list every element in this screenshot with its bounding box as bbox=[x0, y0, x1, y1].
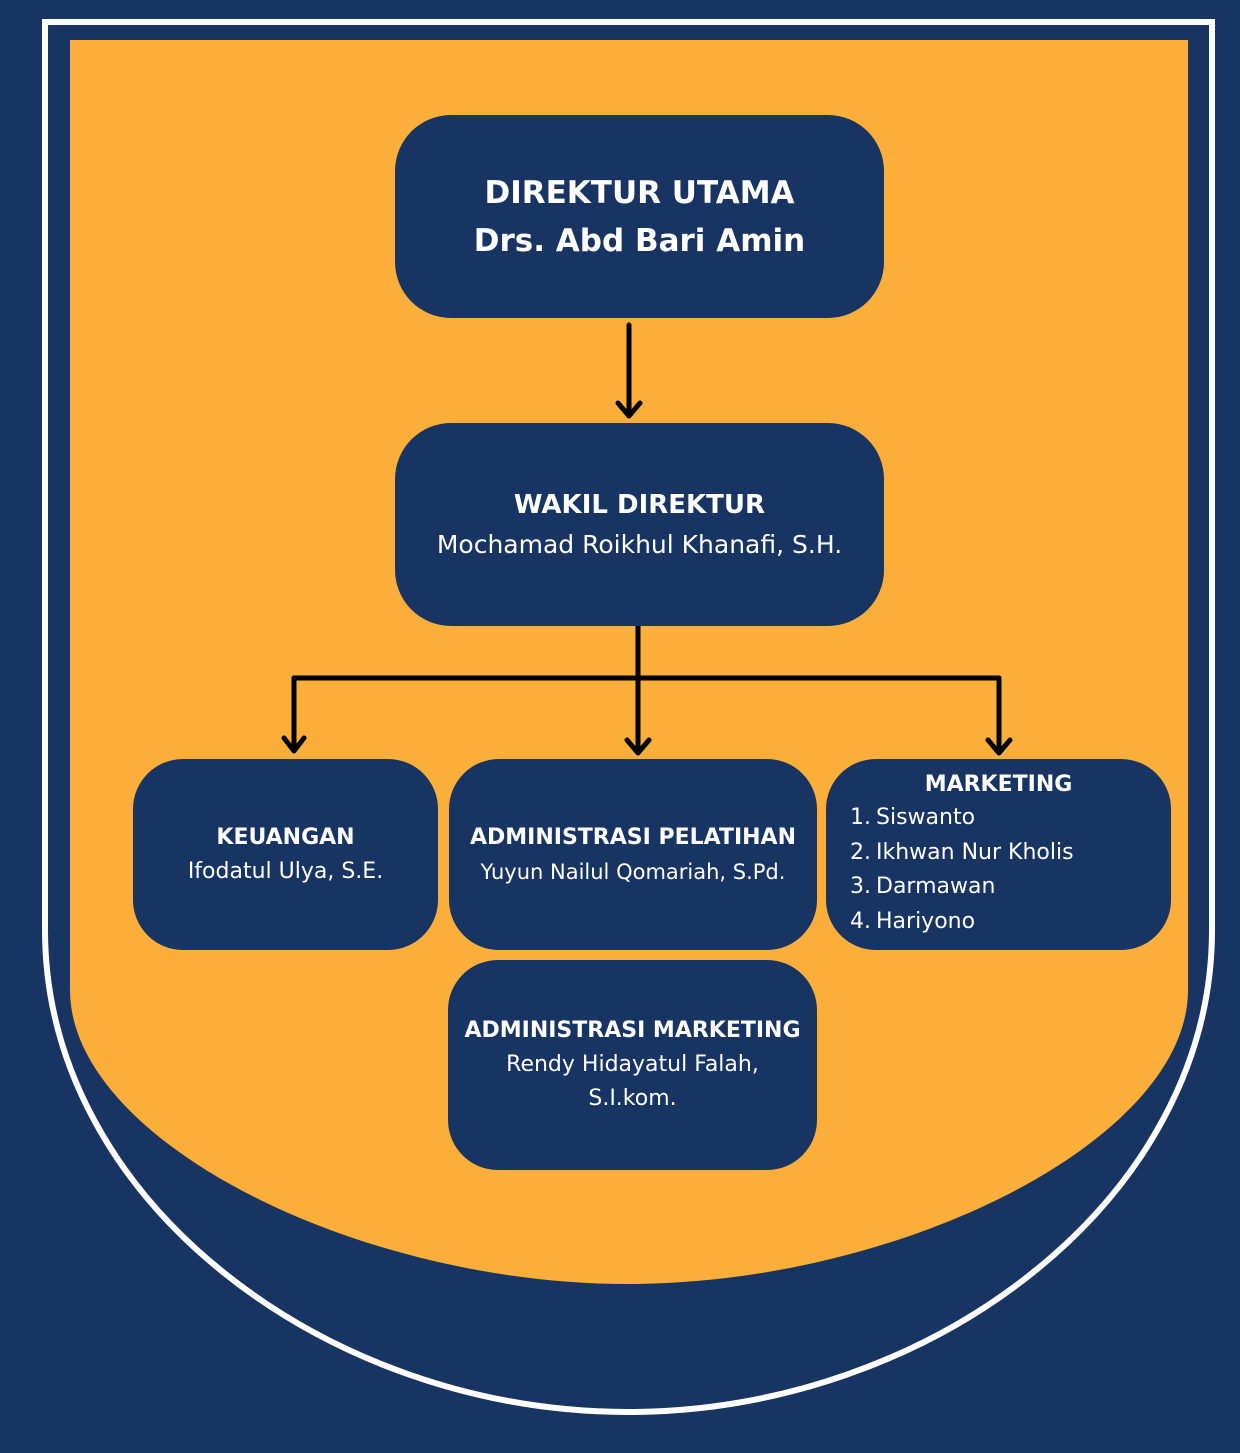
member-name: Hariyono bbox=[876, 908, 976, 934]
member-name: Darmawan bbox=[876, 874, 996, 899]
node-keuangan: KEUANGAN Ifodatul Ulya, S.E. bbox=[133, 759, 438, 950]
node-title: WAKIL DIREKTUR bbox=[513, 489, 766, 520]
list-number: 1. bbox=[850, 805, 871, 830]
list-item: 1.Siswanto bbox=[850, 801, 1074, 836]
member-name: Siswanto bbox=[876, 805, 976, 830]
node-wakil-direktur: WAKIL DIREKTUR Mochamad Roikhul Khanafi,… bbox=[395, 423, 884, 626]
node-title: MARKETING bbox=[924, 772, 1073, 797]
node-title: ADMINISTRASI PELATIHAN bbox=[469, 824, 796, 850]
list-item: 4.Hariyono bbox=[850, 905, 1074, 940]
shield-fill bbox=[70, 40, 1188, 1284]
arrowhead-keuangan bbox=[281, 735, 307, 754]
node-title: DIREKTUR UTAMA bbox=[484, 174, 795, 211]
list-item: 3.Darmawan bbox=[850, 870, 1074, 905]
node-name: Ifodatul Ulya, S.E. bbox=[187, 858, 384, 884]
node-marketing: MARKETING 1.Siswanto 2.Ikhwan Nur Kholis… bbox=[826, 759, 1171, 950]
node-name: Drs. Abd Bari Amin bbox=[473, 222, 806, 259]
list-number: 4. bbox=[850, 908, 871, 934]
connectors bbox=[281, 322, 1013, 756]
node-name: Rendy Hidayatul Falah, S.I.kom. bbox=[506, 1052, 759, 1111]
node-administrasi-marketing: ADMINISTRASI MARKETING Rendy Hidayatul F… bbox=[448, 960, 817, 1170]
shield-outline bbox=[42, 19, 1215, 1416]
list-number: 2. bbox=[850, 839, 871, 865]
arrowhead-marketing bbox=[985, 737, 1013, 756]
marketing-member-list: 1.Siswanto 2.Ikhwan Nur Kholis 3.Darmawa… bbox=[826, 801, 1074, 939]
node-direktur-utama: DIREKTUR UTAMA Drs. Abd Bari Amin bbox=[395, 115, 884, 318]
arrowhead-admin-pelatihan bbox=[624, 737, 652, 756]
node-name: Mochamad Roikhul Khanafi, S.H. bbox=[436, 529, 843, 559]
arrowhead-wakil bbox=[615, 400, 643, 419]
list-item: 2.Ikhwan Nur Kholis bbox=[850, 836, 1074, 871]
node-title: KEUANGAN bbox=[216, 824, 355, 850]
member-name: Ikhwan Nur Kholis bbox=[876, 839, 1074, 865]
list-number: 3. bbox=[850, 874, 871, 899]
node-name: Yuyun Nailul Qomariah, S.Pd. bbox=[480, 859, 786, 884]
node-administrasi-pelatihan: ADMINISTRASI PELATIHAN Yuyun Nailul Qoma… bbox=[449, 759, 817, 950]
node-title: ADMINISTRASI MARKETING bbox=[464, 1018, 801, 1043]
